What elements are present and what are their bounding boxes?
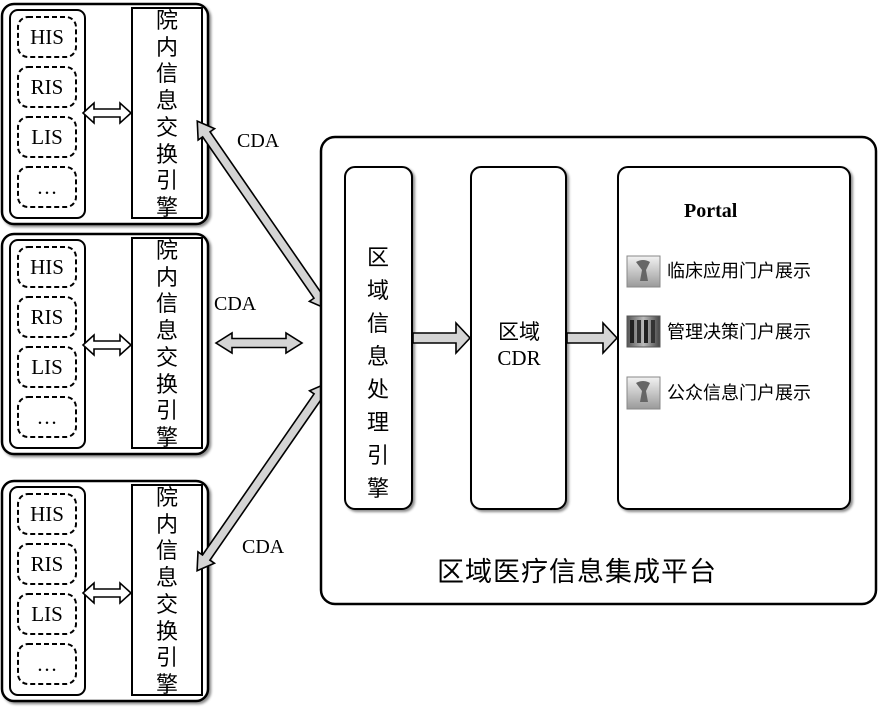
cda-arrow-middle bbox=[214, 331, 304, 355]
system-label-more: … bbox=[36, 652, 58, 676]
cda-label-top: CDA bbox=[237, 130, 280, 152]
system-label-more: … bbox=[36, 175, 58, 199]
system-box-his bbox=[17, 246, 77, 288]
regional-engine-box bbox=[344, 166, 413, 510]
hospital-engine-label: 院内信息交换引擎 bbox=[155, 485, 178, 697]
engine-box bbox=[131, 237, 203, 449]
system-box-his bbox=[17, 16, 77, 58]
system-label-his: HIS bbox=[30, 25, 64, 49]
system-label-ris: RIS bbox=[30, 552, 64, 576]
double-arrow bbox=[81, 581, 133, 605]
platform-title: 区域医疗信息集成平台 bbox=[437, 557, 717, 587]
system-box-lis bbox=[17, 346, 77, 388]
system-box-ris bbox=[17, 543, 77, 585]
system-label-lis: LIS bbox=[31, 125, 63, 149]
system-label-lis: LIS bbox=[31, 355, 63, 379]
hospital-group-1 bbox=[0, 2, 210, 226]
portal-item-management: 管理决策门户展示 bbox=[667, 322, 811, 342]
system-box-ris bbox=[17, 66, 77, 108]
engine-box bbox=[131, 7, 203, 219]
hospital-engine-label: 院内信息交换引擎 bbox=[155, 8, 178, 220]
double-arrow bbox=[81, 333, 133, 357]
portal-title: Portal bbox=[684, 200, 738, 222]
cda-label-bottom: CDA bbox=[242, 536, 285, 558]
system-box-lis bbox=[17, 116, 77, 158]
clinical-icon bbox=[626, 255, 661, 288]
double-arrow bbox=[81, 101, 133, 125]
platform bbox=[319, 135, 878, 606]
cda-label-middle: CDA bbox=[214, 293, 257, 315]
engine-box bbox=[131, 484, 203, 696]
system-label-more: … bbox=[36, 405, 58, 429]
system-label-his: HIS bbox=[30, 255, 64, 279]
system-box-lis bbox=[17, 593, 77, 635]
system-box-more bbox=[17, 643, 77, 685]
system-box-his bbox=[17, 493, 77, 535]
public-icon bbox=[626, 376, 661, 410]
cdr-label: 区域 CDR bbox=[497, 320, 541, 370]
arrow-cdr-to-portal bbox=[566, 320, 619, 356]
regional-engine-label: 区域信息处理引擎 bbox=[366, 245, 389, 501]
system-label-his: HIS bbox=[30, 502, 64, 526]
system-box-more bbox=[17, 396, 77, 438]
hospital-group-3 bbox=[0, 479, 210, 703]
hospital-group-2 bbox=[0, 232, 210, 456]
system-label-ris: RIS bbox=[30, 75, 64, 99]
management-icon bbox=[626, 315, 661, 348]
system-label-ris: RIS bbox=[30, 305, 64, 329]
portal-item-public: 公众信息门户展示 bbox=[667, 383, 811, 403]
system-box-ris bbox=[17, 296, 77, 338]
hospital-engine-label: 院内信息交换引擎 bbox=[155, 238, 178, 450]
portal-item-clinical: 临床应用门户展示 bbox=[667, 261, 811, 281]
system-label-lis: LIS bbox=[31, 602, 63, 626]
system-box-more bbox=[17, 166, 77, 208]
arrow-engine-to-cdr bbox=[412, 320, 472, 356]
